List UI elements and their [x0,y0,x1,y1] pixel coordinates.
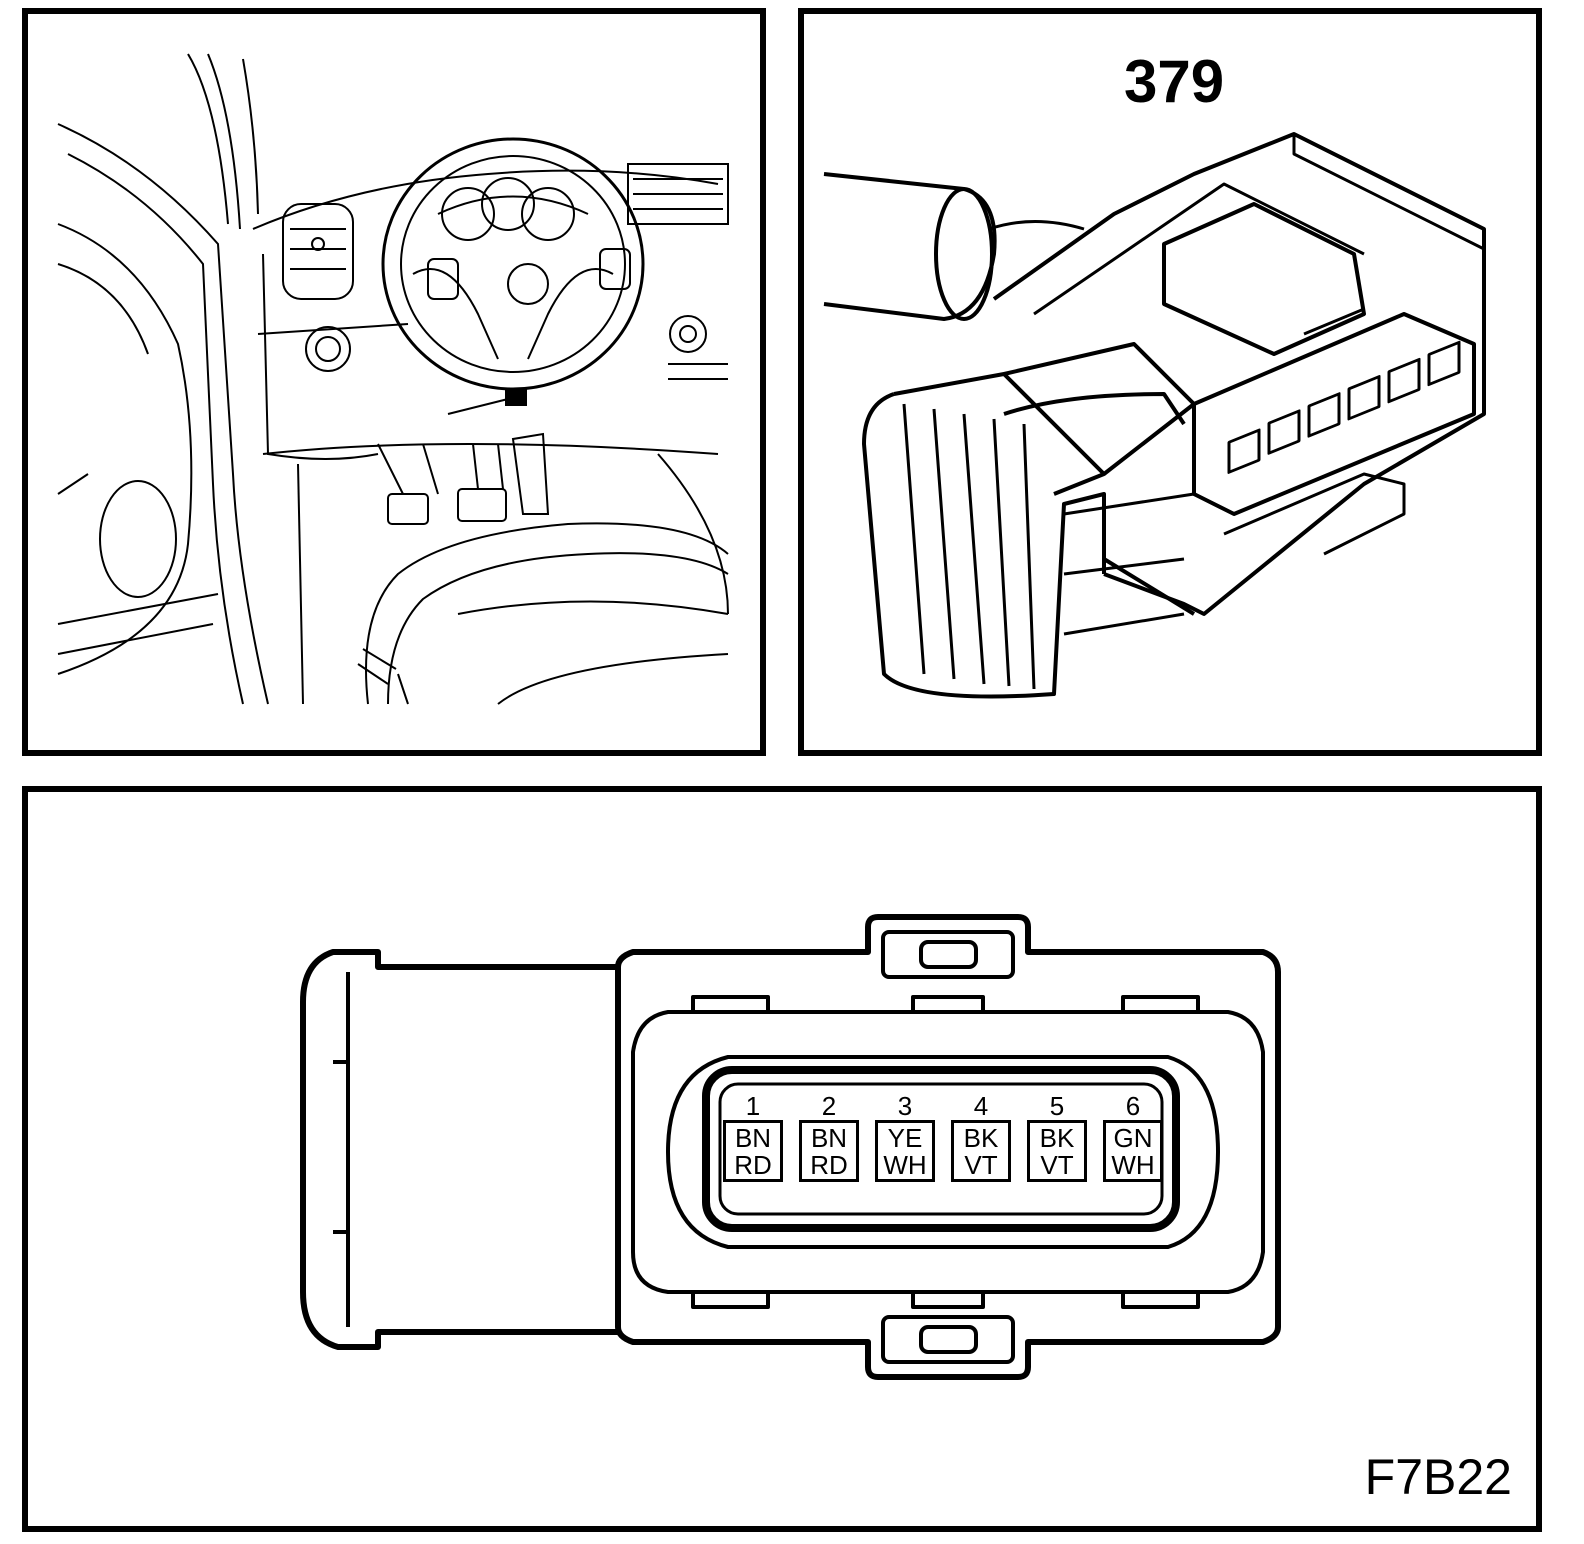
pin-4-color-2: VT [964,1150,998,1180]
interior-illustration [57,53,729,705]
pin-2-cavity: BN RD [799,1120,859,1182]
pin-3-number: 3 [897,1091,913,1121]
connector-face-panel: 1 BN RD 2 BN RD 3 YE WH 4 BK VT 5 BK VT … [22,786,1542,1532]
pin-2-color-1: BN [810,1123,848,1153]
pin-6-cavity: GN WH [1103,1120,1163,1182]
figure-code: F7B22 [1364,1449,1512,1505]
pin-1-color-1: BN [734,1123,772,1153]
pin-6-number: 6 [1125,1091,1141,1121]
connector-number: 379 [1124,48,1225,115]
pin-3-color-2: WH [883,1150,927,1180]
location-view-panel [22,8,766,756]
pin-1-color-2: RD [734,1150,772,1180]
connector-3d-illustration [823,132,1486,699]
pin-2-number: 2 [821,1091,837,1121]
pin-4-color-1: BK [963,1123,999,1153]
pin-2-color-2: RD [810,1150,848,1180]
pin-6-color-1: GN [1113,1123,1153,1153]
pin-5-color-1: BK [1039,1123,1075,1153]
pin-3-cavity: YE WH [875,1120,935,1182]
pin-1-cavity: BN RD [723,1120,783,1182]
pin-5-number: 5 [1049,1091,1065,1121]
pin-1-number: 1 [745,1091,761,1121]
pin-3-color-1: YE [887,1123,923,1153]
pin-4-number: 4 [973,1091,989,1121]
connector-face-illustration [300,914,1281,1380]
pin-5-cavity: BK VT [1027,1120,1087,1182]
pin-5-color-2: VT [1040,1150,1074,1180]
pin-4-cavity: BK VT [951,1120,1011,1182]
connector-perspective-panel: 379 [798,8,1542,756]
pin-6-color-2: WH [1111,1150,1155,1180]
